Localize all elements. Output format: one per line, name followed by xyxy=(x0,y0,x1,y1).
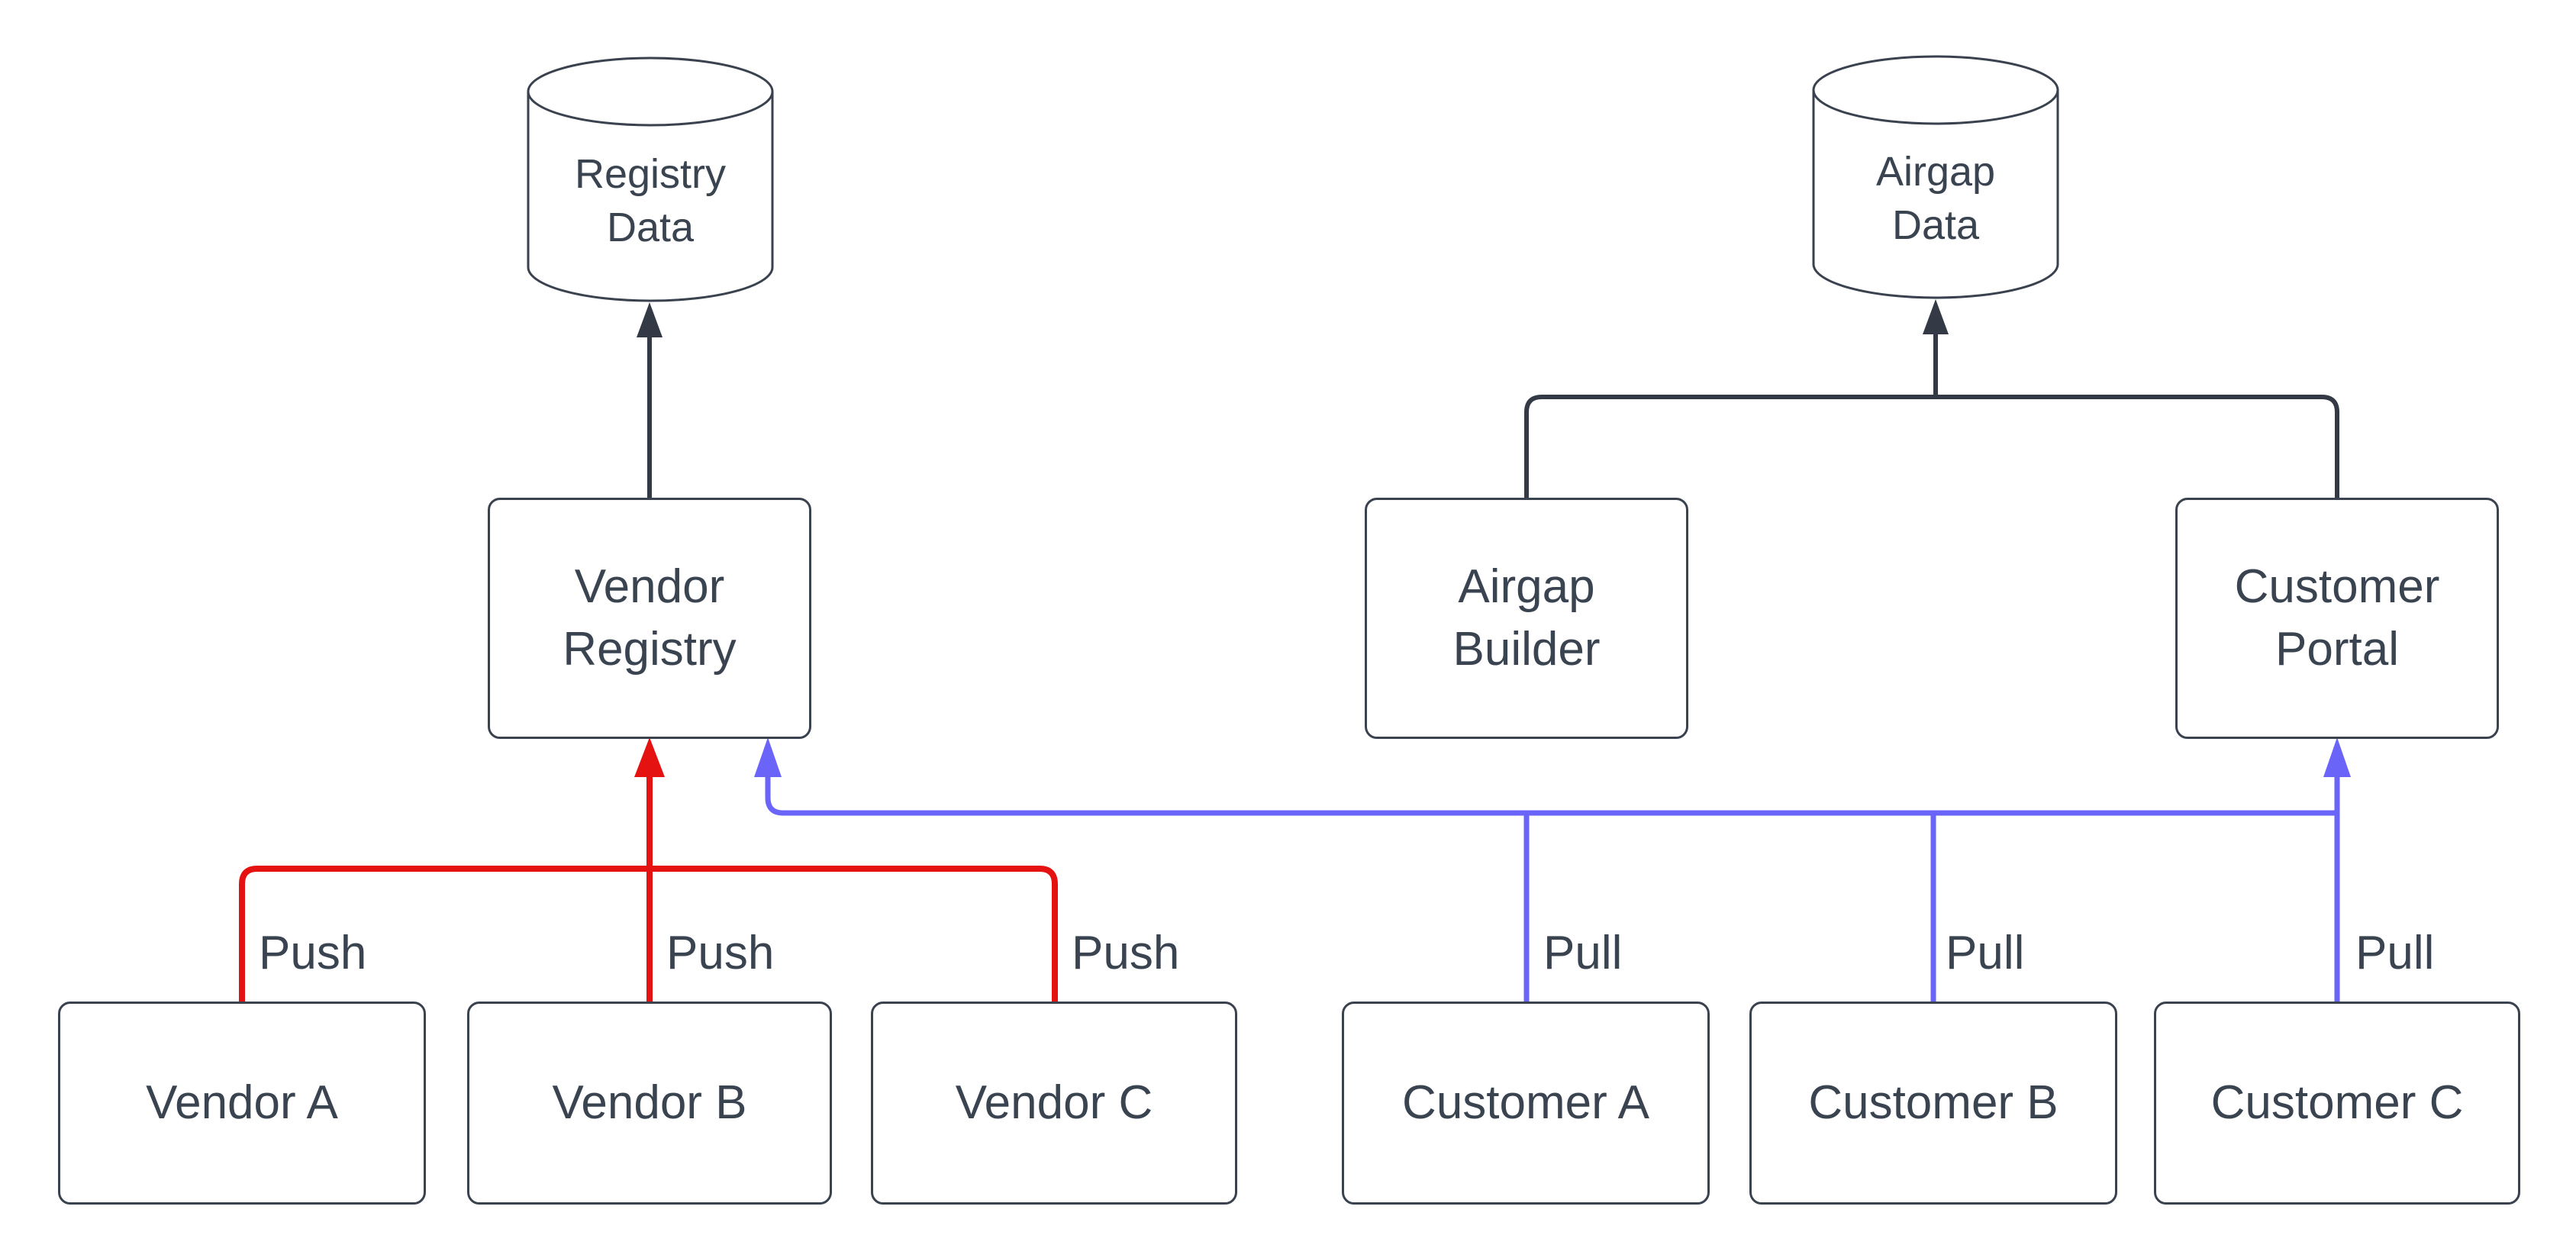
node-airgap-data-label: Airgap Data xyxy=(1875,148,1996,248)
node-customer-portal: Customer Portal xyxy=(2175,498,2499,739)
node-customer-b-label: Customer B xyxy=(1808,1076,2059,1130)
arrowhead-registry-data xyxy=(637,302,663,337)
node-customer-a: Customer A xyxy=(1342,1002,1710,1205)
edge-customer-portal-to-merge xyxy=(1936,395,2339,498)
edge-label-push-vendor-b: Push xyxy=(666,927,775,979)
arrowhead-pull-customer-portal xyxy=(2323,737,2351,777)
arrowhead-pull-vendor-registry xyxy=(754,737,782,777)
node-customer-a-label: Customer A xyxy=(1402,1076,1649,1130)
node-vendor-a-label: Vendor A xyxy=(146,1076,338,1130)
node-customer-b: Customer B xyxy=(1749,1002,2117,1205)
edge-label-pull-customer-a: Pull xyxy=(1543,927,1623,979)
node-airgap-builder: Airgap Builder xyxy=(1365,498,1688,739)
edge-label-pull-customer-c: Pull xyxy=(2355,927,2435,979)
node-airgap-data: Airgap Data xyxy=(1812,55,2059,299)
node-registry-data-label: Registry Data xyxy=(574,150,727,250)
node-customer-c: Customer C xyxy=(2154,1002,2520,1205)
node-vendor-b-label: Vendor B xyxy=(552,1076,747,1130)
node-vendor-a: Vendor A xyxy=(58,1002,426,1205)
node-vendor-c: Vendor C xyxy=(871,1002,1237,1205)
arrowhead-push-vendor-registry xyxy=(634,737,665,777)
cylinder-shape xyxy=(527,56,774,302)
edge-label-pull-customer-b: Pull xyxy=(1946,927,2025,979)
node-customer-c-label: Customer C xyxy=(2210,1076,2464,1130)
node-customer-portal-label: Customer Portal xyxy=(2234,560,2440,676)
edge-label-push-vendor-c: Push xyxy=(1072,927,1180,979)
node-registry-data: Registry Data xyxy=(527,56,774,302)
arrowhead-airgap-data xyxy=(1923,299,1949,334)
node-vendor-registry-label: Vendor Registry xyxy=(563,560,737,676)
edge-label-push-vendor-a: Push xyxy=(259,927,367,979)
node-airgap-builder-label: Airgap Builder xyxy=(1452,560,1601,676)
node-vendor-c-label: Vendor C xyxy=(955,1076,1153,1130)
cylinder-shape xyxy=(1812,55,2059,299)
edge-airgap-builder-to-merge xyxy=(1524,395,1936,498)
node-vendor-registry: Vendor Registry xyxy=(488,498,811,739)
edge-pull-bus-to-vendor-registry xyxy=(765,776,2337,816)
node-vendor-b: Vendor B xyxy=(467,1002,832,1205)
